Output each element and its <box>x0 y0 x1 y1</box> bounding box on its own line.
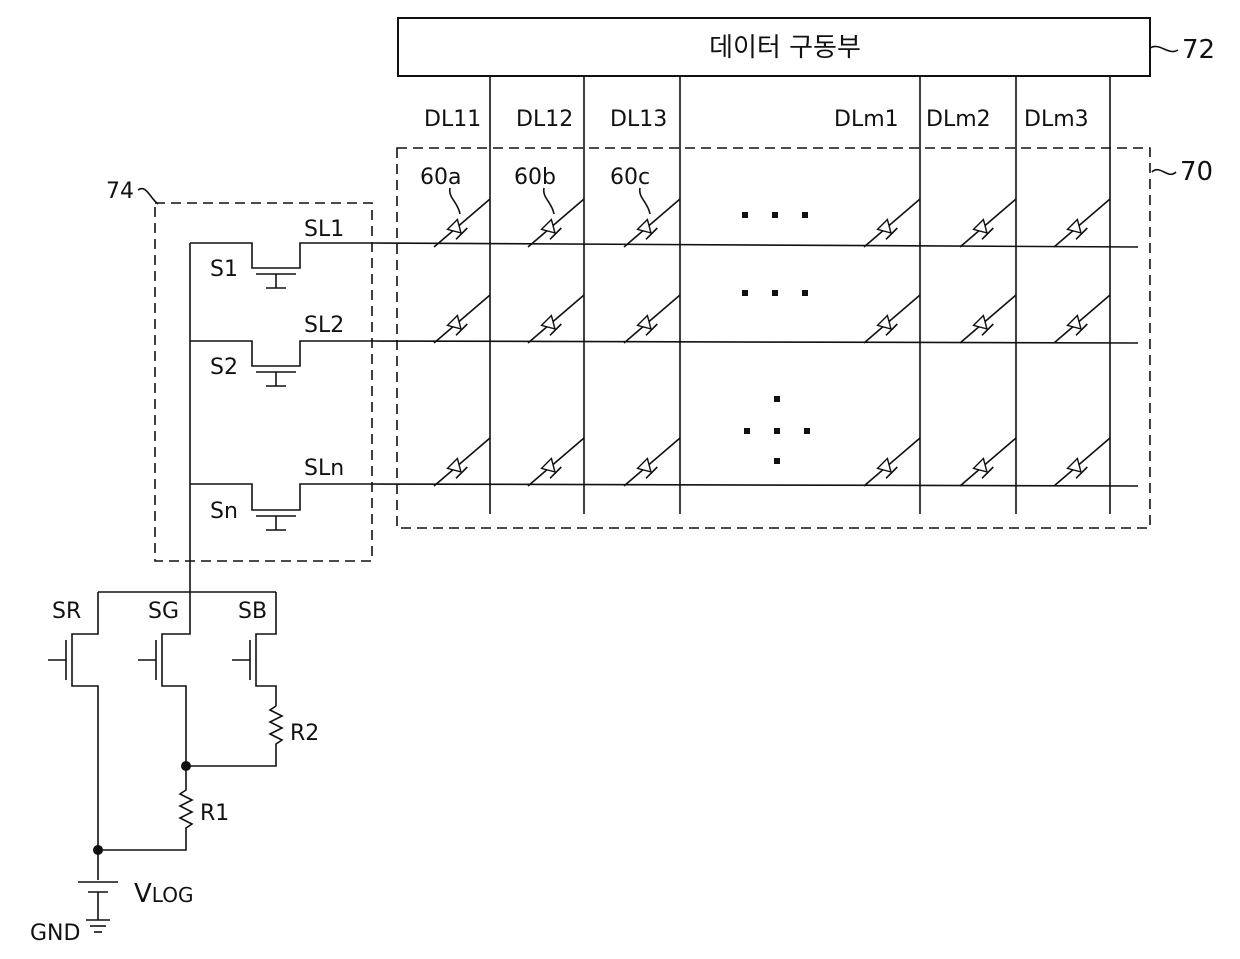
scan-line-label: SL2 <box>304 313 344 338</box>
pixel-ref-label: 60b <box>514 165 556 190</box>
panel-ref: 70 <box>1180 157 1213 187</box>
data-line-label: DL12 <box>516 107 573 132</box>
color-switch-label: SG <box>148 599 179 624</box>
data-driver-block: 데이터 구동부 72 <box>398 18 1215 76</box>
pixel-diode-wire <box>864 438 920 486</box>
color-switch-label: SR <box>52 599 81 624</box>
pixel-diode-wire <box>960 295 1016 343</box>
supply-label: VLOG <box>134 879 193 909</box>
data-line-labels: DL11 DL12 DL13 DLm1 DLm2 DLm3 <box>424 107 1089 132</box>
color-switches: SR SG SB <box>48 592 276 850</box>
scan-switch-n: Sn SLn <box>190 456 372 530</box>
scan-switch-2: S2 SL2 <box>190 313 372 386</box>
pixel-diode-wire <box>624 295 680 343</box>
scan-line-wires <box>372 243 1138 486</box>
data-line-label: DLm2 <box>926 107 991 132</box>
pixel-diode-wire <box>864 295 920 343</box>
resistor-label: R2 <box>290 721 319 746</box>
color-switch-sr: SR <box>48 592 98 850</box>
scan-switch-label: Sn <box>210 499 238 524</box>
data-line-label: DLm1 <box>834 107 899 132</box>
pixel-ref-label: 60c <box>610 165 650 190</box>
pixel-diode-wire <box>960 199 1016 247</box>
pixel-ref-label: 60a <box>420 165 461 190</box>
pixel-diode-wire <box>434 438 490 486</box>
data-driver-label: 데이터 구동부 <box>709 33 861 63</box>
pixel-diode-wire <box>624 199 680 247</box>
pixel-diode-wire <box>528 199 584 247</box>
resistor-r2: R2 <box>186 706 319 766</box>
color-switch-sg: SG <box>138 592 190 766</box>
pixel-diode-wire <box>1054 295 1110 343</box>
pixel-diode-wire <box>1054 199 1110 247</box>
scan-driver-ref: 74 <box>106 179 134 204</box>
data-line-label: DLm3 <box>1024 107 1089 132</box>
pixel-diode-wire <box>624 438 680 486</box>
resistor-r1: R1 <box>98 766 229 850</box>
resistor-label: R1 <box>200 801 229 826</box>
pixel-ref-labels: 60a 60b 60c <box>420 165 650 214</box>
pixel-diode-wire <box>960 438 1016 486</box>
pixel-diode-wire <box>528 295 584 343</box>
scan-switch-1: S1 SL1 <box>190 217 372 288</box>
data-line-label: DL13 <box>610 107 667 132</box>
display-panel-block: 70 <box>397 148 1213 528</box>
color-switch-sb: SB <box>232 592 276 706</box>
scan-line-label: SL1 <box>304 217 344 242</box>
scan-switches: S1 SL1 S2 SL2 Sn SLn <box>190 217 372 530</box>
data-driver-ref: 72 <box>1182 35 1215 65</box>
ground-label: GND <box>30 921 80 946</box>
scan-switch-label: S1 <box>210 257 238 282</box>
pixel-diode-wire <box>864 199 920 247</box>
power-supply: VLOG GND <box>30 850 193 946</box>
color-switch-label: SB <box>238 599 267 624</box>
pixel-diode-wire <box>434 295 490 343</box>
scan-line-label: SLn <box>304 456 344 481</box>
pixel-diode-wire <box>434 199 490 247</box>
pixel-diode-wire <box>528 438 584 486</box>
data-line-label: DL11 <box>424 107 481 132</box>
scan-switch-label: S2 <box>210 355 238 380</box>
pixel-diode-wire <box>1054 438 1110 486</box>
junction-node <box>181 761 191 771</box>
ellipsis-dots <box>742 212 810 464</box>
